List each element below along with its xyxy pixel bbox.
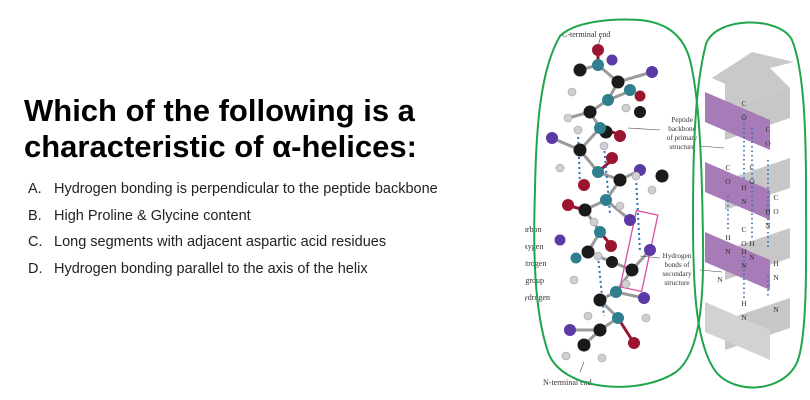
ribbon-leader (699, 145, 725, 149)
c-terminal-label: C-terminal end (562, 30, 610, 39)
option-text: High Proline & Glycine content (54, 207, 251, 224)
svg-text:H: H (749, 239, 755, 248)
svg-text:O: O (749, 177, 755, 186)
ribbon-atom-labels: C O H N C O H N C O H N C O H N C O H N … (717, 99, 779, 322)
svg-text:C: C (725, 163, 730, 172)
svg-text:O: O (773, 207, 779, 216)
svg-text:C: C (749, 163, 754, 172)
svg-text:C: C (741, 225, 746, 234)
option-a[interactable]: A. Hydrogen bonding is perpendicular to t… (28, 176, 438, 203)
svg-text:C: C (741, 99, 746, 108)
svg-text:H: H (725, 233, 731, 242)
option-text: Hydrogen bonding is perpendicular to the… (54, 181, 438, 197)
svg-text:N: N (773, 273, 779, 282)
n-terminal-label: N-terminal end (543, 378, 592, 387)
svg-text:structure: structure (669, 143, 694, 151)
svg-text:backbone: backbone (668, 125, 696, 133)
svg-text:H: H (765, 207, 771, 216)
svg-text:N: N (765, 221, 771, 230)
svg-text:O: O (725, 177, 731, 186)
ribbon-bottom-tail (705, 302, 770, 360)
svg-text:H: H (741, 247, 747, 256)
option-letter: B. (28, 207, 42, 224)
svg-text:H: H (741, 299, 747, 308)
alpha-helix-figure: C-terminal end N-terminal end Peptide ba… (525, 0, 810, 400)
hydrogen-atoms (555, 87, 657, 363)
option-letter: A. (28, 181, 42, 197)
alpha-helix-illustration: C-terminal end N-terminal end Peptide ba… (525, 18, 808, 389)
atom-legend: Carbon Oxygen Nitrogen R group Hydrogen (525, 225, 550, 302)
option-letter: C. (28, 234, 43, 250)
svg-text:H: H (773, 259, 779, 268)
svg-text:N: N (773, 305, 779, 314)
svg-text:N: N (725, 247, 731, 256)
svg-text:H: H (741, 183, 747, 192)
svg-text:C: C (765, 125, 770, 134)
svg-text:N: N (717, 275, 723, 284)
ribbon-helix: C O H N C O H N C O H N C O H N C O H N … (699, 52, 794, 360)
label-leaders (579, 35, 661, 373)
svg-text:bonds of: bonds of (665, 261, 691, 269)
option-d[interactable]: D. Hydrogen bonding parallel to the axis … (28, 256, 438, 283)
svg-text:O: O (741, 239, 747, 248)
option-c[interactable]: C. Long segments with adjacent aspartic a… (28, 229, 438, 256)
svg-text:N: N (741, 197, 747, 206)
svg-text:O: O (741, 113, 747, 122)
option-letter: D. (28, 260, 43, 277)
option-text: Hydrogen bonding parallel to the axis of… (54, 260, 368, 277)
hydrogen-bonds-label: Hydrogen bonds of secondary structure (662, 252, 692, 287)
nitrogen-atoms (570, 59, 636, 324)
svg-text:O: O (765, 139, 771, 148)
carbon-atoms (573, 63, 669, 352)
svg-text:N: N (749, 253, 755, 262)
ribbon-front-strands (705, 92, 770, 290)
svg-text:of primary: of primary (667, 134, 698, 142)
ribbon-outline (691, 21, 808, 389)
svg-text:N: N (741, 261, 747, 270)
question-title: Which of the following is a characterist… (24, 93, 417, 164)
svg-text:structure: structure (664, 279, 689, 287)
peptide-backbone-label: Peptide backbone of primary structure (667, 116, 698, 151)
answer-options: A. Hydrogen bonding is perpendicular to t… (28, 176, 438, 282)
option-text: Long segments with adjacent aspartic aci… (54, 234, 387, 250)
svg-text:secondary: secondary (662, 270, 692, 278)
model-outline (533, 18, 705, 388)
svg-text:C: C (773, 193, 778, 202)
svg-text:N: N (741, 313, 747, 322)
legend-label: R group (525, 276, 544, 285)
ball-and-stick-model (546, 44, 669, 363)
ribbon-hydrogen-bonds (727, 114, 769, 300)
oxygen-atoms (562, 44, 646, 349)
svg-text:Hydrogen: Hydrogen (663, 252, 692, 260)
ribbon-arrow-head (712, 52, 794, 110)
option-b[interactable]: B. High Proline & Glycine content (28, 203, 438, 230)
svg-text:Peptide: Peptide (671, 116, 693, 124)
